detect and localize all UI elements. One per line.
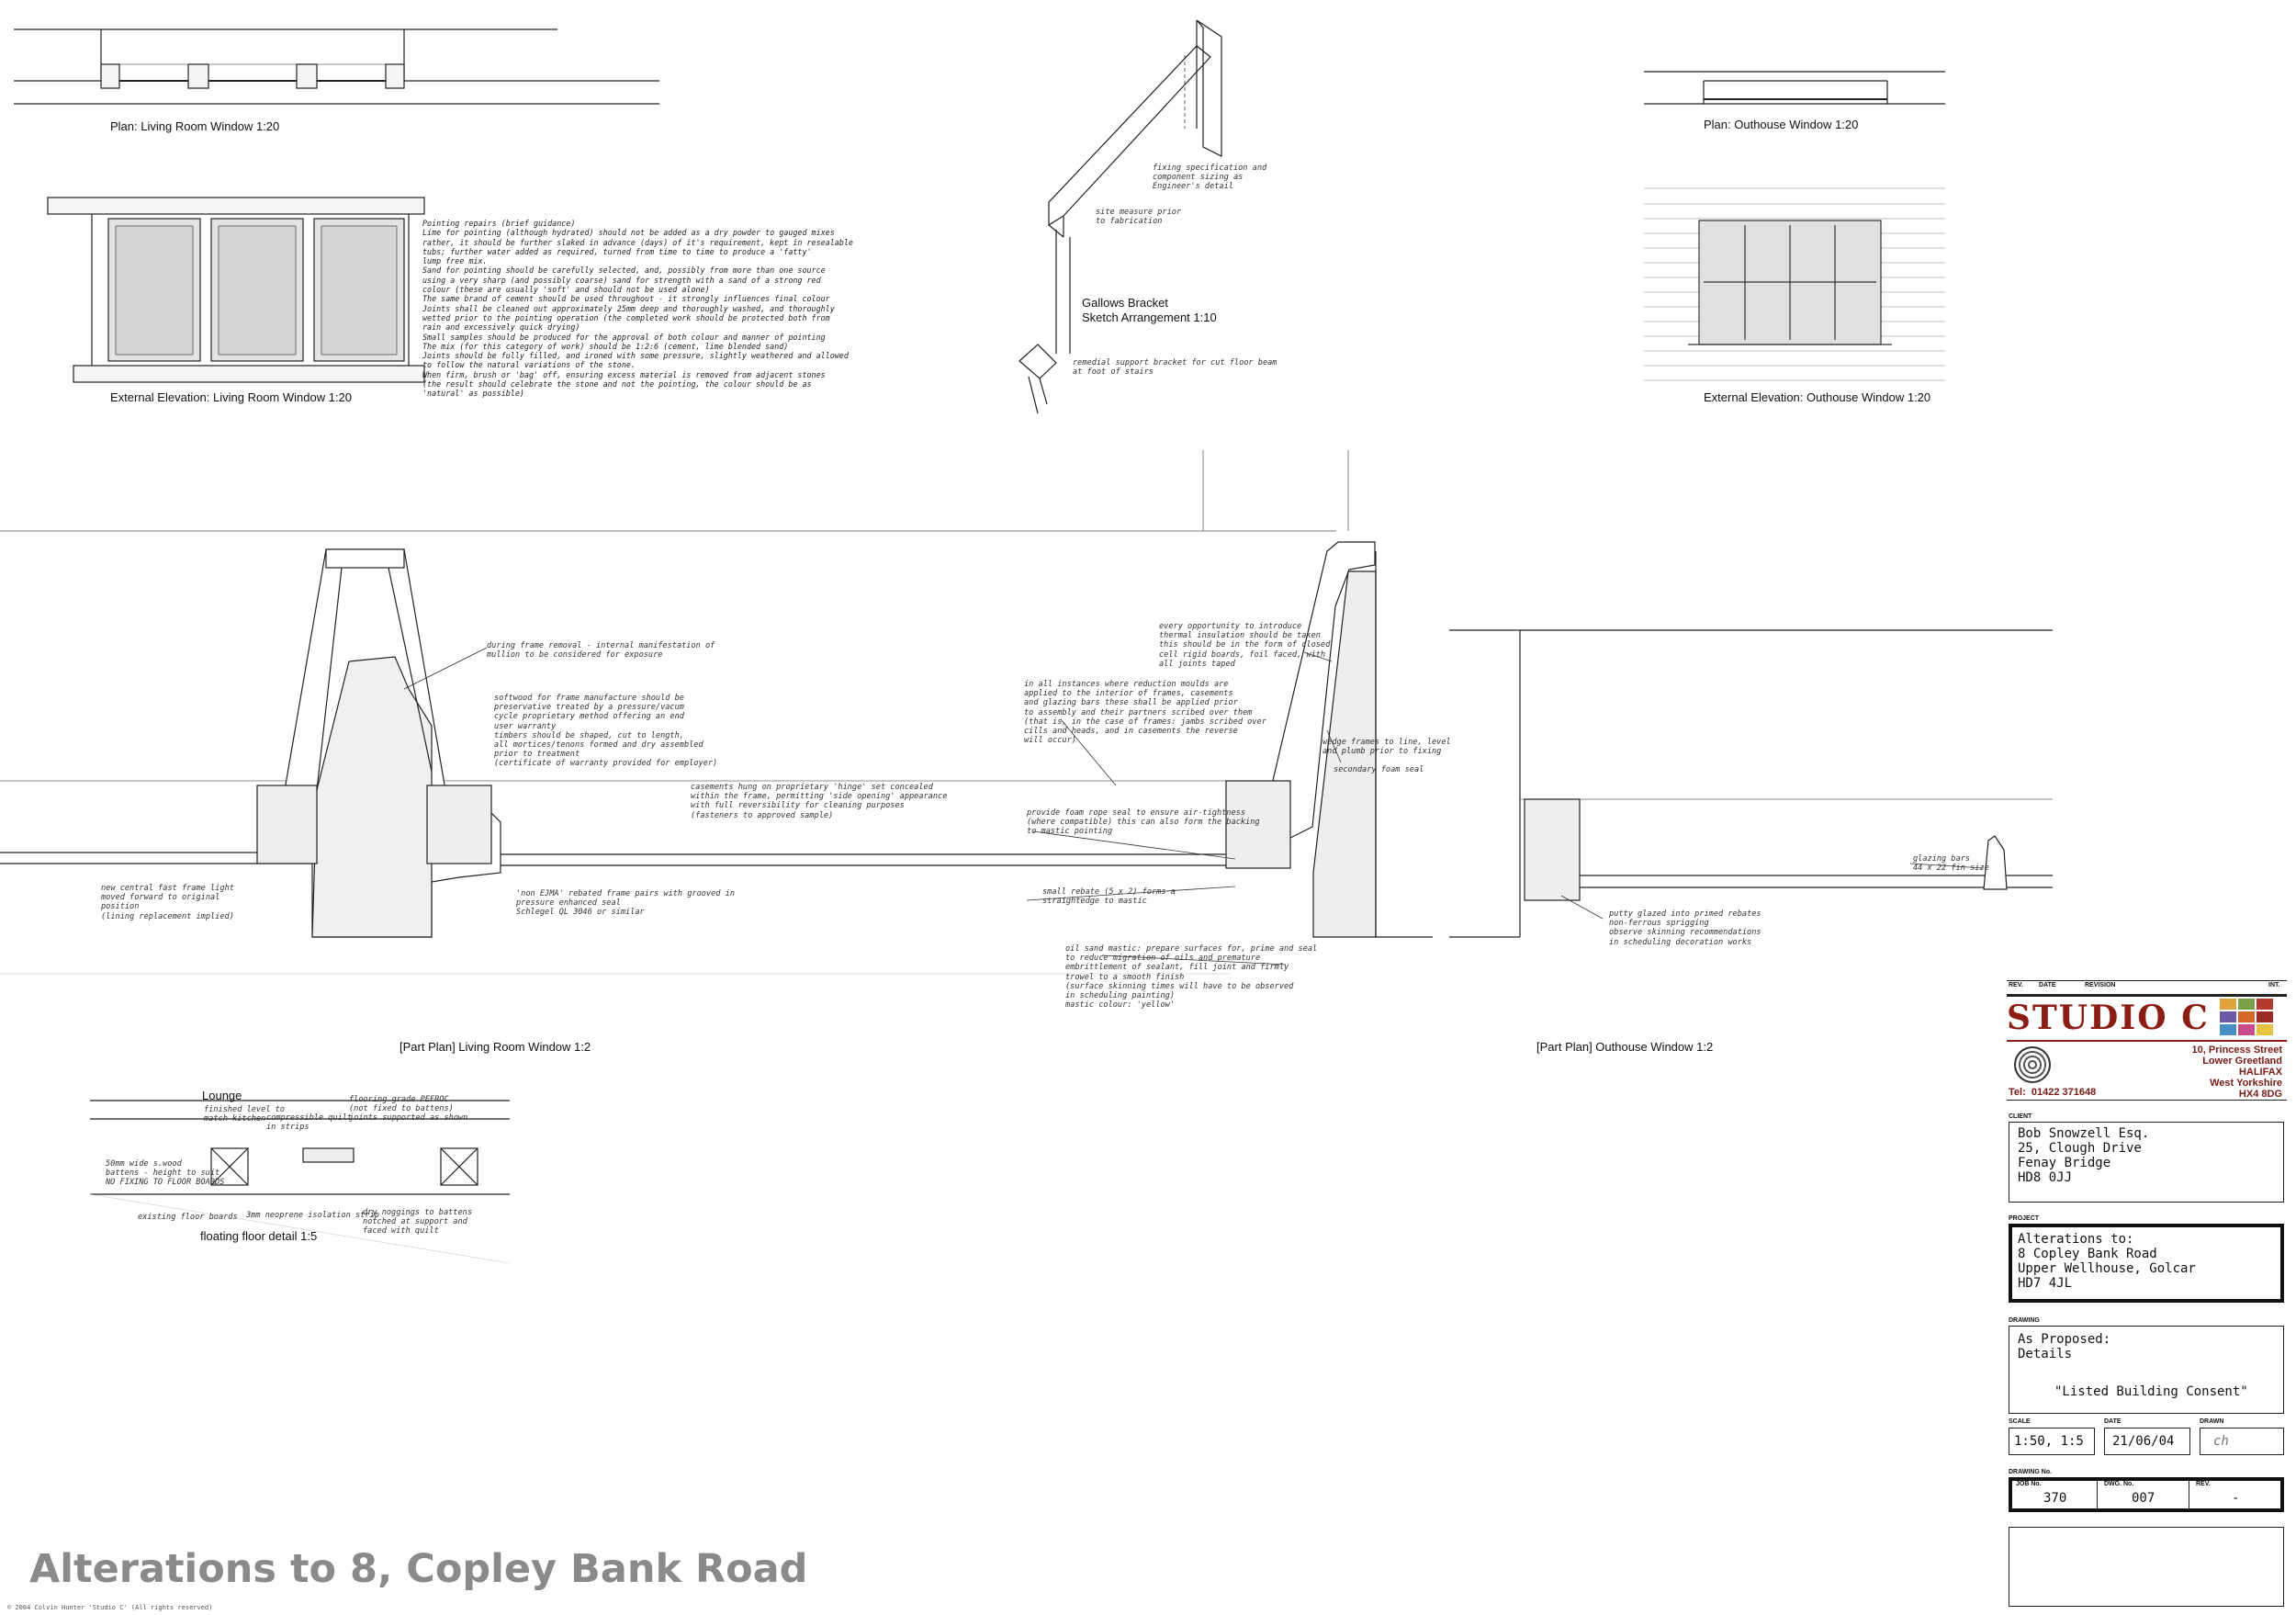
- plan-outhouse-window: [1644, 71, 1945, 105]
- note-remedial: remedial support bracket for cut floor b…: [1073, 358, 1277, 378]
- drawing-label: DRAWING: [2009, 1317, 2040, 1324]
- header-int: INT.: [2268, 982, 2280, 988]
- note-foam-rope: provide foam rope seal to ensure air-tig…: [1027, 808, 1260, 837]
- note-compressible: compressible quilt in strips: [266, 1113, 353, 1133]
- logo-square: [2238, 1011, 2255, 1022]
- rev-value: -: [2232, 1491, 2240, 1506]
- note-flooring: flooring grade PEFROC (not fixed to batt…: [349, 1095, 468, 1124]
- label-plan-living-room: Plan: Living Room Window 1:20: [110, 119, 280, 133]
- part-plan-outhouse: [1449, 629, 2053, 938]
- studio-address: 10, Princess Street Lower Greetland HALI…: [2191, 1045, 2282, 1100]
- note-neoprene: 3mm neoprene isolation strip: [246, 1211, 379, 1220]
- note-existing-boards: existing floor boards: [138, 1213, 238, 1222]
- client-text: Bob Snowzell Esq. 25, Clough Drive Fenay…: [2018, 1126, 2150, 1185]
- header-date: DATE: [2039, 982, 2056, 988]
- note-small-rebate: small rebate (5 x 2) forms a straightedg…: [1042, 887, 1176, 907]
- label-elevation-outhouse: External Elevation: Outhouse Window 1:20: [1704, 390, 1931, 404]
- scale-value: 1:50, 1:5: [2014, 1434, 2084, 1449]
- dwg-no-value: 007: [2132, 1491, 2155, 1506]
- note-casements: casements hung on proprietary 'hinge' se…: [691, 783, 948, 820]
- elevation-living-room-window: [47, 197, 425, 383]
- note-wedge: wedge frames to line, level and plumb pr…: [1322, 738, 1451, 757]
- drawing-no-box: [2009, 1477, 2284, 1512]
- scale-label: SCALE: [2009, 1418, 2031, 1425]
- date-label: DATE: [2104, 1418, 2122, 1425]
- drawing-subtitle: "Listed Building Consent": [2054, 1384, 2248, 1399]
- logo-square: [2257, 1024, 2273, 1035]
- logo-square: [2220, 1024, 2236, 1035]
- studio-c-logo: STUDIO C: [2007, 999, 2210, 1037]
- header-revision: REVISION: [2085, 982, 2116, 988]
- logo-color-squares: [2220, 999, 2275, 1035]
- logo-square: [2220, 999, 2236, 1010]
- label-part-plan-outhouse: [Part Plan] Outhouse Window 1:2: [1536, 1040, 1714, 1054]
- header-rev: REV.: [2009, 982, 2023, 988]
- note-thermal: every opportunity to introduce thermal i…: [1159, 622, 1331, 669]
- note-oil-sand: oil sand mastic: prepare surfaces for, p…: [1065, 944, 1318, 1011]
- dwg-no-label: DWG. No.: [2104, 1481, 2134, 1487]
- note-finished-level: finished level to match kitchen: [204, 1105, 285, 1124]
- note-softwood: softwood for frame manufacture should be…: [494, 694, 718, 769]
- note-putty: putty glazed into primed rebates non-fer…: [1609, 909, 1761, 947]
- logo-square: [2238, 999, 2255, 1010]
- rev-no-label: REV.: [2196, 1481, 2211, 1487]
- note-dry-noggings: dry noggings to battens notched at suppo…: [363, 1208, 472, 1237]
- note-reduction: in all instances where reduction moulds …: [1024, 680, 1266, 746]
- note-site-measure: site measure prior to fabrication: [1096, 208, 1182, 227]
- logo-square: [2257, 1011, 2273, 1022]
- logo-square: [2220, 1011, 2236, 1022]
- label-lounge: Lounge: [202, 1089, 242, 1102]
- floating-floor-detail: [89, 1100, 511, 1264]
- drawn-box: [2200, 1428, 2284, 1455]
- drawing-box: [2009, 1326, 2284, 1414]
- client-box: [2009, 1122, 2284, 1203]
- logo-square: [2238, 1024, 2255, 1035]
- copyright-notice: © 2004 Colvin Hunter 'Studio C' (All rig…: [7, 1604, 213, 1611]
- scale-box: [2009, 1428, 2095, 1455]
- note-fixing-spec: fixing specification and component sizin…: [1153, 164, 1267, 192]
- gallows-bracket-sketch: [1019, 19, 1222, 414]
- job-no-value: 370: [2043, 1491, 2067, 1506]
- note-new-central: new central fast frame light moved forwa…: [101, 884, 234, 921]
- plan-living-room-window: [14, 28, 659, 105]
- note-secondary-foam: secondary foam seal: [1334, 765, 1424, 774]
- note-battens: 50mm wide s.wood battens - height to sui…: [106, 1159, 225, 1188]
- label-gallows-bracket: Gallows Bracket Sketch Arrangement 1:10: [1082, 296, 1217, 324]
- label-plan-outhouse: Plan: Outhouse Window 1:20: [1704, 118, 1859, 131]
- project-box: [2009, 1224, 2284, 1303]
- drawn-value: ch: [2213, 1434, 2229, 1449]
- date-box: [2104, 1428, 2190, 1455]
- date-value: 21/06/04: [2112, 1434, 2175, 1449]
- label-floating-floor: floating floor detail 1:5: [200, 1229, 318, 1243]
- title-block: REV. DATE REVISION INT. STUDIO C 10, Pri…: [2007, 925, 2287, 1609]
- drawing-text: As Proposed: Details: [2018, 1332, 2111, 1361]
- sheet-title: Alterations to 8, Copley Bank Road: [29, 1546, 808, 1592]
- project-label: PROJECT: [2009, 1215, 2040, 1222]
- logo-square: [2257, 999, 2273, 1010]
- note-glazing-bars: glazing bars 44 x 22 fin size: [1913, 854, 1989, 874]
- note-non-ejma: 'non EJMA' rebated frame pairs with groo…: [516, 889, 735, 918]
- label-elevation-living-room: External Elevation: Living Room Window 1…: [110, 390, 353, 404]
- notes-box: [2009, 1527, 2284, 1607]
- label-part-plan-living-room: [Part Plan] Living Room Window 1:2: [400, 1040, 591, 1054]
- job-no-label: JOB No.: [2016, 1481, 2042, 1487]
- drawing-no-label: DRAWING No.: [2009, 1469, 2053, 1475]
- part-plan-living-room: [0, 450, 1433, 975]
- client-label: CLIENT: [2009, 1113, 2032, 1120]
- studio-tel: Tel: 01422 371648: [2009, 1087, 2097, 1098]
- note-frame-removal: during frame removal - internal manifest…: [487, 641, 715, 661]
- drawn-label: DRAWN: [2200, 1418, 2224, 1425]
- project-text: Alterations to: 8 Copley Bank Road Upper…: [2018, 1232, 2196, 1291]
- studio-emblem-icon: [2014, 1046, 2051, 1083]
- note-pointing-repairs: Pointing repairs (brief guidance) Lime f…: [422, 219, 853, 399]
